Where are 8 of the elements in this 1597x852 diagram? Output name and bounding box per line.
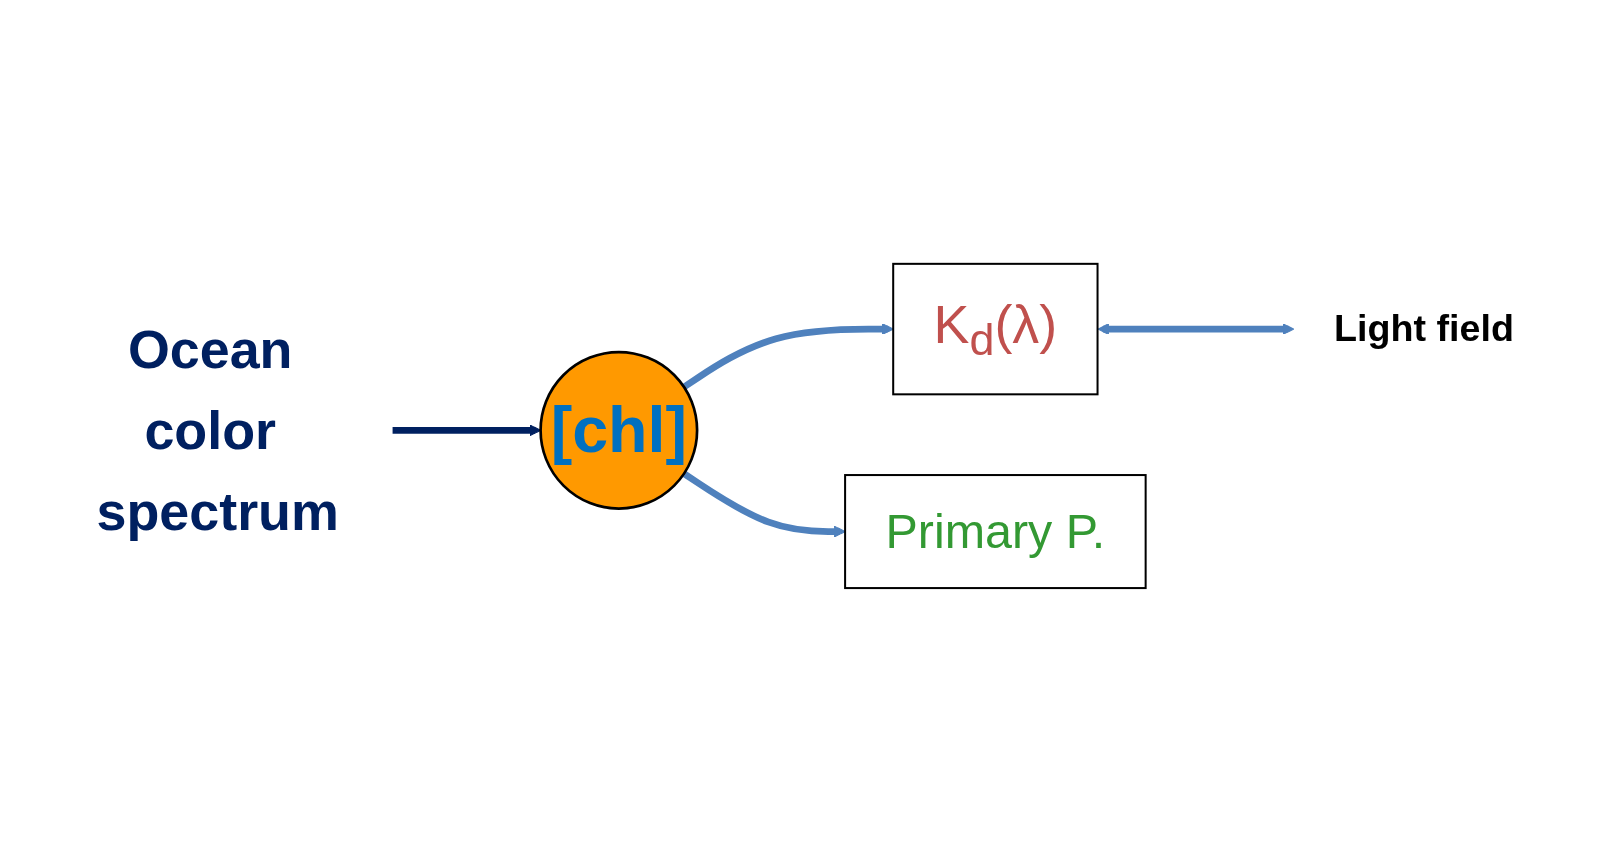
- arrow: [1097, 323, 1295, 336]
- node-box: Primary P.: [844, 474, 1147, 590]
- arrow: [682, 470, 846, 538]
- node-text: Ocean color spectrum: [96, 320, 339, 541]
- node-circle: [chl]: [539, 350, 699, 510]
- arrow: [682, 323, 894, 390]
- node-box: K$_{d}$(λ): [892, 262, 1099, 396]
- node-text: Light field: [1333, 307, 1514, 350]
